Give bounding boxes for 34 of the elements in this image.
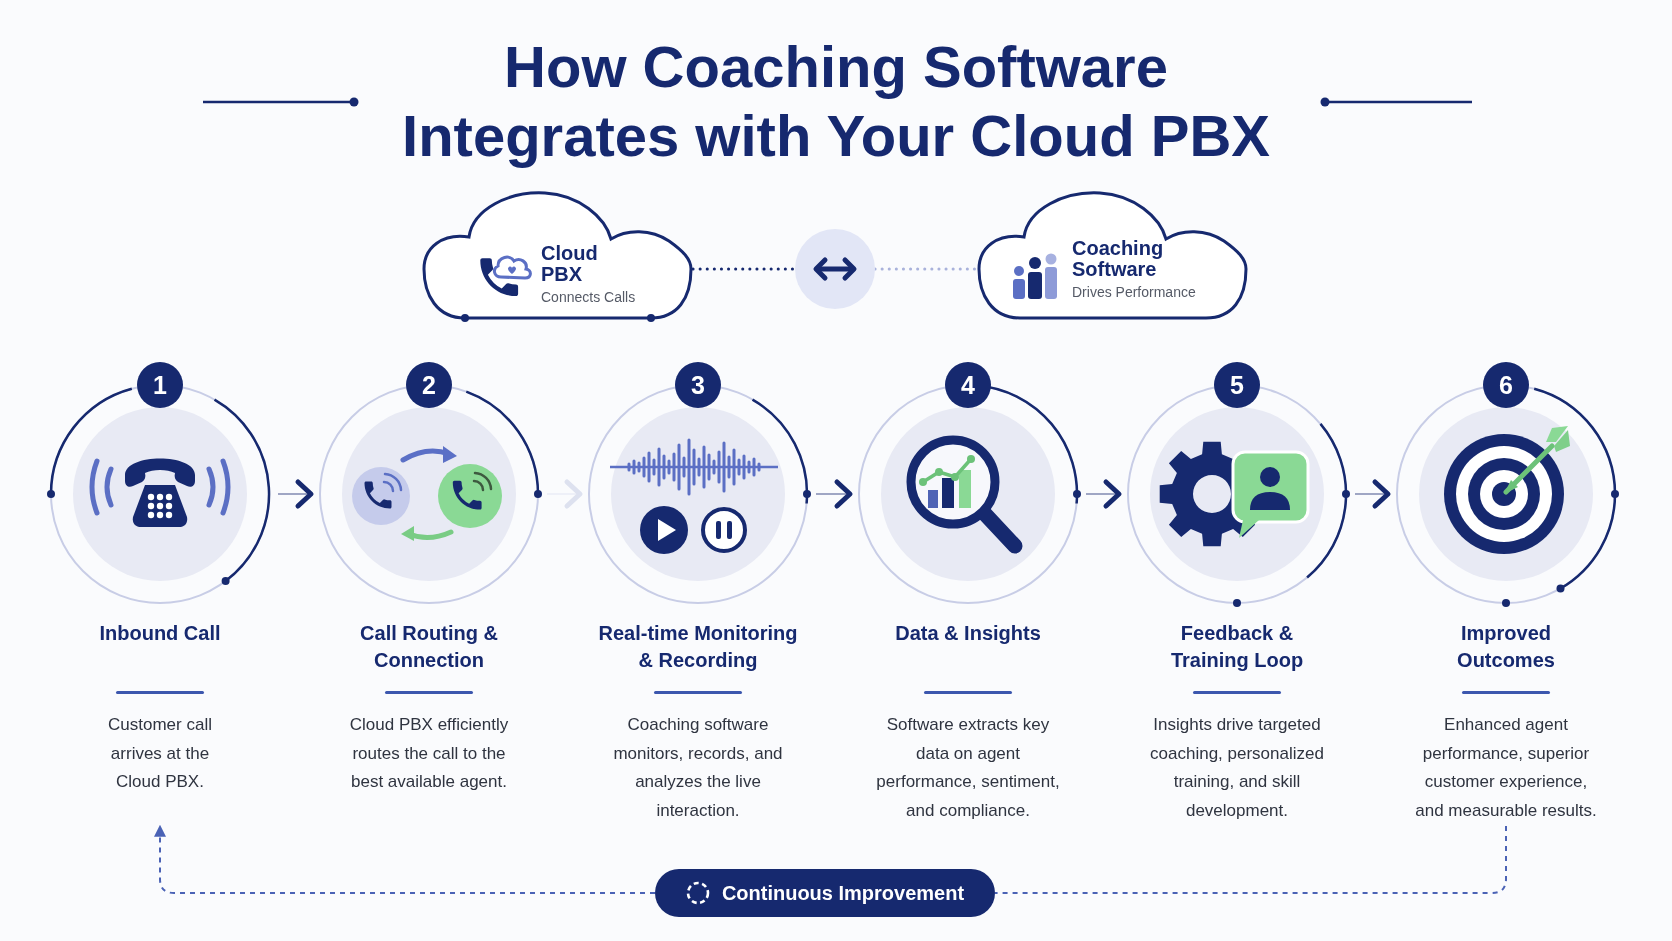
cloud-title: Cloud PBX — [541, 243, 599, 285]
step-title: Data & Insights — [895, 621, 1041, 646]
cloud-subtitle: Drives Performance — [1072, 283, 1196, 301]
step-number-badge: 3 — [675, 362, 721, 408]
step-description: Cloud PBX efficiently routes the call to the best available agent. — [348, 714, 510, 793]
step-number-badge: 1 — [137, 362, 183, 408]
chevron-arrow — [815, 479, 853, 509]
step-title: Real-time Monitoring & Recording — [597, 621, 799, 673]
loop-pill — [655, 869, 995, 917]
dotted-connector — [691, 267, 797, 271]
step-number-badge: 5 — [1214, 362, 1260, 408]
step-description: Coaching software monitors, records, and analyzes the live interaction. — [612, 714, 784, 822]
step-description: Software extracts key data on agent performance, sentiment, and compliance. — [875, 714, 1061, 822]
step-number-badge: 4 — [945, 362, 991, 408]
pill-text: Continuous Improvement — [721, 881, 965, 905]
cloud-title: Coaching Software — [1072, 238, 1165, 280]
step-title: Feedback & Training Loop — [1169, 621, 1305, 673]
page-title: How Coaching Software Integrates with Your Cloud PBX — [401, 33, 1271, 170]
dashed-connector — [994, 825, 1507, 894]
step-title: Call Routing & Connection — [359, 621, 499, 673]
chevron-arrow — [1354, 479, 1391, 509]
step-description: Insights drive targeted coaching, personalized training, and skill development. — [1149, 714, 1325, 822]
step-number-badge: 6 — [1483, 362, 1529, 408]
step-description: Customer call arrives at the Cloud PBX. — [107, 714, 213, 793]
step-description: Enhanced agent performance, superior customer experience, and measurable results. — [1414, 714, 1598, 822]
chevron-arrow — [546, 479, 583, 509]
dashed-connector — [154, 824, 656, 894]
step-title: Inbound Call — [99, 621, 221, 646]
step-title: Improved Outcomes — [1456, 621, 1556, 673]
cloud-subtitle: Connects Calls — [541, 288, 636, 306]
dotted-connector — [873, 267, 978, 271]
chevron-arrow — [1085, 479, 1122, 509]
step-number-badge: 2 — [406, 362, 452, 408]
chevron-arrow — [277, 479, 314, 509]
